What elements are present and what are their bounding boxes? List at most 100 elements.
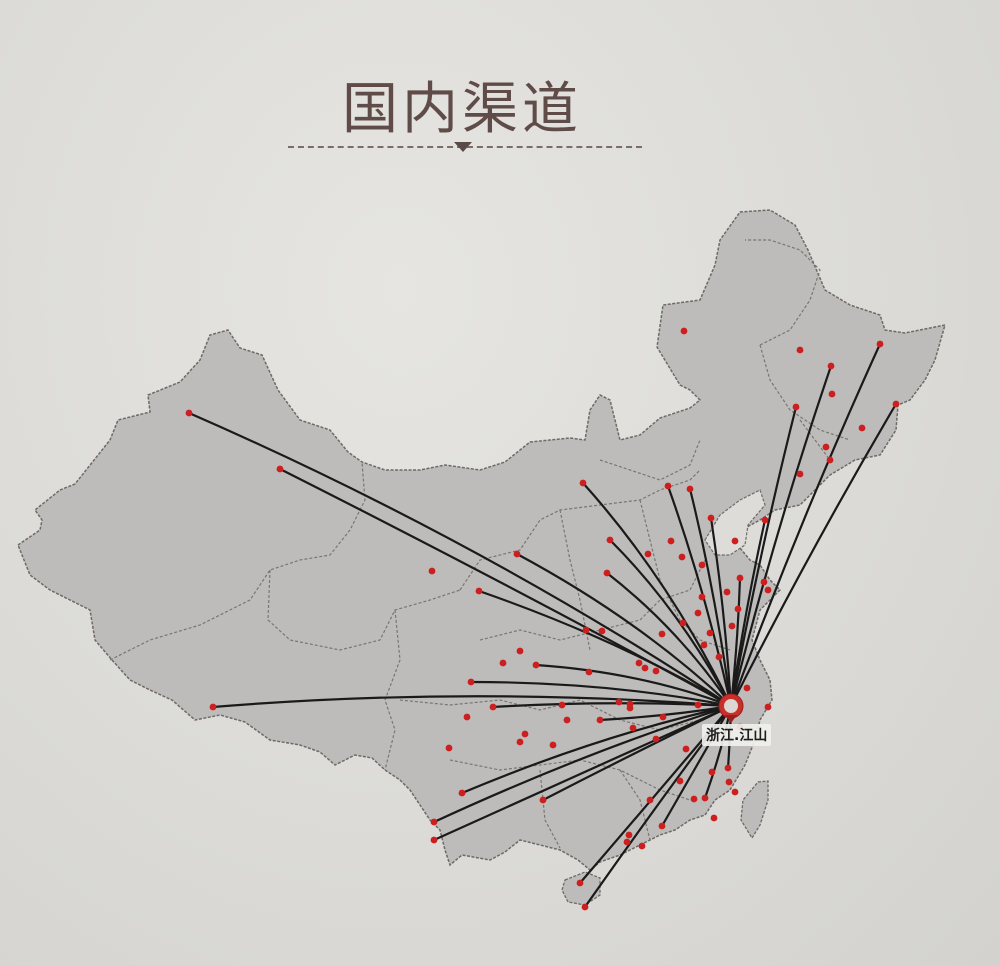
city-dot [694,609,702,617]
map-pin-icon[interactable] [718,693,744,723]
city-dot [826,456,834,464]
route-endpoint-dot [664,482,672,490]
city-dot [463,713,471,721]
city-dot [680,327,688,335]
city-dot [822,443,830,451]
city-dot [646,796,654,804]
city-dot [760,578,768,586]
city-dot [694,701,702,709]
section-header: 国内渠道 [286,70,646,160]
page-title: 国内渠道 [342,77,582,142]
city-dot [585,668,593,676]
route-endpoint-dot [606,536,614,544]
city-dot [638,842,646,850]
city-dot [658,630,666,638]
route-endpoint-dot [276,465,284,473]
city-dot [549,741,557,749]
city-dot [652,667,660,675]
map-land-mainland [17,209,947,871]
channel-route-lines [188,343,897,908]
route-endpoint-dot [686,485,694,493]
city-dot [644,550,652,558]
city-dot [796,470,804,478]
city-dot [445,744,453,752]
city-dot [516,738,524,746]
map-land-hainan [561,871,601,906]
route-endpoint-dot [475,587,483,595]
route-endpoint-dot [603,569,611,577]
city-dot [698,593,706,601]
city-dot [659,713,667,721]
city-dot [516,647,524,655]
route-endpoint-dot [658,822,666,830]
route-endpoint-dot [892,400,900,408]
route-endpoint-dot [761,516,769,524]
city-dot [623,838,631,846]
route-endpoint-dot [701,794,709,802]
route-endpoint-dot [430,836,438,844]
city-dot [428,567,436,575]
city-dot [582,626,590,634]
city-dot [667,537,675,545]
city-dot [731,788,739,796]
city-dot [723,588,731,596]
route-endpoint-dot [827,362,835,370]
city-dot [728,622,736,630]
map-sea-bohai [704,489,766,556]
city-dot [521,730,529,738]
city-dot [629,724,637,732]
route-endpoint-dot [489,703,497,711]
route-endpoint-dot [576,879,584,887]
city-dots [428,327,866,850]
route-endpoint-dot [513,550,521,558]
city-dot [796,346,804,354]
city-dot [708,768,716,776]
city-dot [641,664,649,672]
route-endpoint-dot [458,789,466,797]
route-endpoint-dot [467,678,475,686]
city-dot [635,659,643,667]
route-endpoint-dot [532,661,540,669]
route-endpoint-dot [539,796,547,804]
city-dot [725,778,733,786]
city-dot [764,586,772,594]
city-dot [764,703,772,711]
city-dot [690,795,698,803]
city-dot [615,698,623,706]
city-dot [700,641,708,649]
route-endpoint-dot [724,764,732,772]
route-endpoint-dot [792,403,800,411]
route-endpoint-dot [707,514,715,522]
city-dot [652,735,660,743]
triangle-down-icon [454,142,472,152]
city-dot [858,424,866,432]
city-dot [678,553,686,561]
route-endpoint-dot [581,903,589,911]
route-endpoint-dot [876,340,884,348]
route-endpoint-dots [185,340,900,911]
city-dot [731,537,739,545]
city-dot [706,629,714,637]
city-dot [698,561,706,569]
city-dot [499,659,507,667]
city-dot [715,653,723,661]
city-dot [626,704,634,712]
city-dot [828,390,836,398]
route-endpoint-dot [185,409,193,417]
city-dot [743,684,751,692]
city-dot [682,745,690,753]
route-endpoint-dot [209,703,217,711]
route-endpoint-dot [596,716,604,724]
city-dot [734,605,742,613]
city-dot [558,701,566,709]
city-dot [679,619,687,627]
route-endpoint-dot [430,818,438,826]
hub-label: 浙江.江山 [702,724,772,746]
city-dot [676,777,684,785]
city-dot [710,814,718,822]
city-dot [625,831,633,839]
route-endpoint-dot [579,479,587,487]
province-borders [109,239,851,849]
city-dot [598,627,606,635]
